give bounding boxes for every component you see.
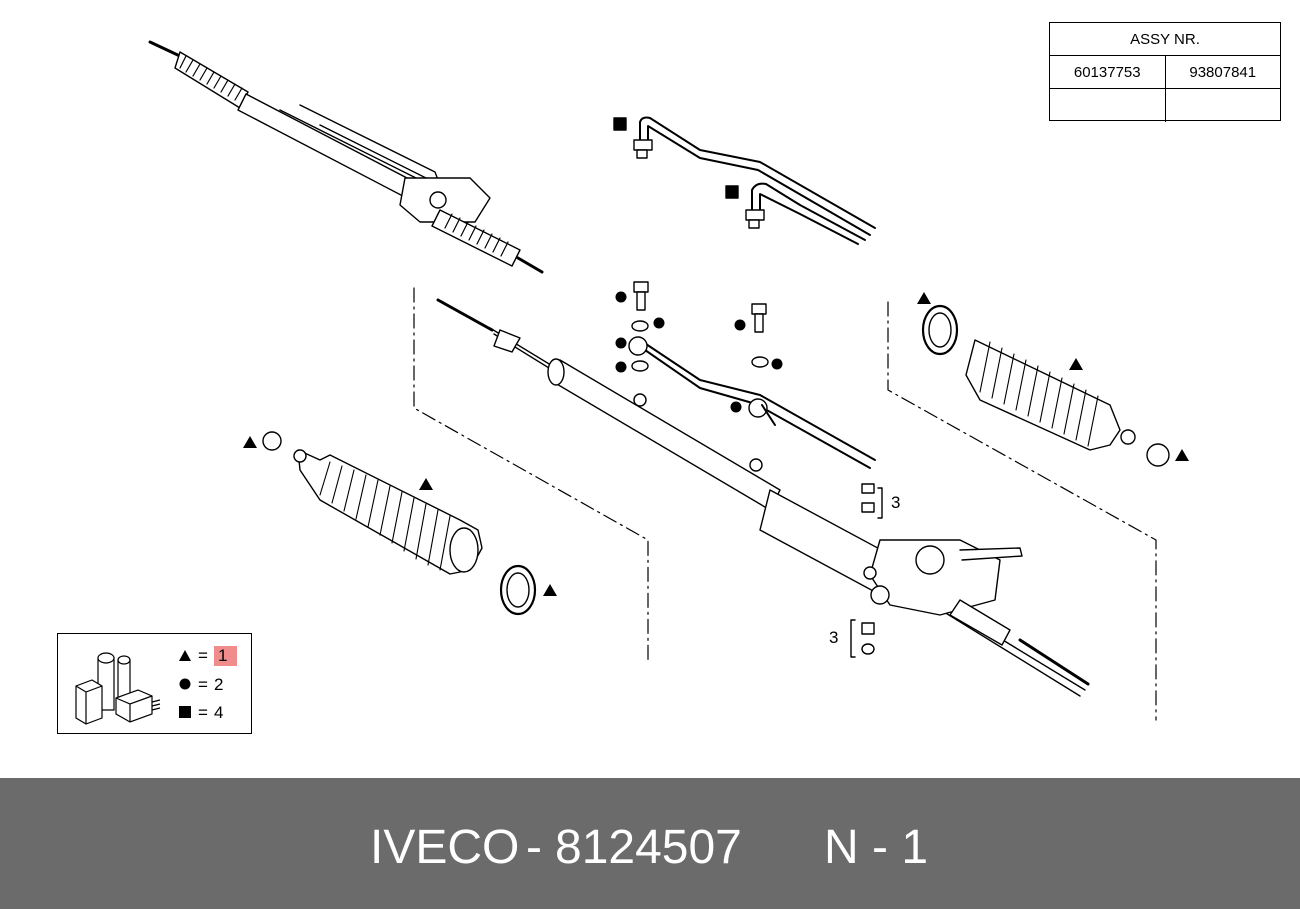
footer-bar: IVECO - 8124507 N - 1 xyxy=(0,778,1300,909)
diagram-area: 3 3 ASSY NR. 60137753 93807841 xyxy=(57,22,1281,734)
square-marker-1 xyxy=(613,117,627,131)
left-boot xyxy=(262,431,537,616)
assy-cell xyxy=(1164,89,1281,122)
circle-markers xyxy=(615,291,783,413)
legend-equals: = xyxy=(198,646,208,665)
right-boot xyxy=(921,304,1170,467)
guide-lines xyxy=(413,287,1157,721)
footer-part-number: 8124507 xyxy=(555,821,742,874)
legend-row-triangle: = 1 xyxy=(178,645,238,667)
quantity-legend: = 1 = 2 = 4 xyxy=(57,633,252,734)
assy-row-1: 60137753 93807841 xyxy=(1050,56,1280,89)
assy-cell: 93807841 xyxy=(1164,56,1281,88)
legend-value-circle: 2 xyxy=(213,675,224,694)
assy-cell: 60137753 xyxy=(1073,63,1141,81)
legend-value-triangle: 1 xyxy=(213,646,238,666)
triangle-icon xyxy=(178,646,192,666)
hydraulic-pipes xyxy=(613,116,876,245)
assembled-steering-rack xyxy=(148,40,544,274)
assy-header: ASSY NR. xyxy=(1130,30,1200,48)
kit-icon xyxy=(75,652,161,725)
clip-sets xyxy=(850,483,883,658)
banjo-bolts xyxy=(631,281,769,372)
legend-value-square: 4 xyxy=(213,703,224,722)
exploded-rack xyxy=(436,298,1090,697)
assy-row-2 xyxy=(1050,89,1280,122)
clip-set-upper-label: 3 xyxy=(891,493,900,512)
exploded-diagram: 3 3 xyxy=(148,40,1189,721)
circle-icon xyxy=(178,675,192,695)
footer-brand: IVECO xyxy=(370,821,520,874)
footer-separator: - xyxy=(526,821,542,874)
assy-header-row: ASSY NR. xyxy=(1050,23,1280,56)
assy-cell xyxy=(1050,89,1165,122)
rack-pipe xyxy=(628,336,876,469)
footer-position-label: N - 1 xyxy=(824,821,929,874)
square-icon xyxy=(178,703,192,723)
triangle-markers xyxy=(243,292,1189,596)
legend-row-circle: = 2 xyxy=(178,674,223,696)
assy-table: ASSY NR. 60137753 93807841 xyxy=(1049,22,1281,122)
legend-equals: = xyxy=(198,675,208,694)
square-marker-2 xyxy=(725,185,739,199)
legend-equals: = xyxy=(198,703,208,722)
legend-row-square: = 4 xyxy=(178,702,223,724)
clip-set-lower-label: 3 xyxy=(829,628,838,647)
